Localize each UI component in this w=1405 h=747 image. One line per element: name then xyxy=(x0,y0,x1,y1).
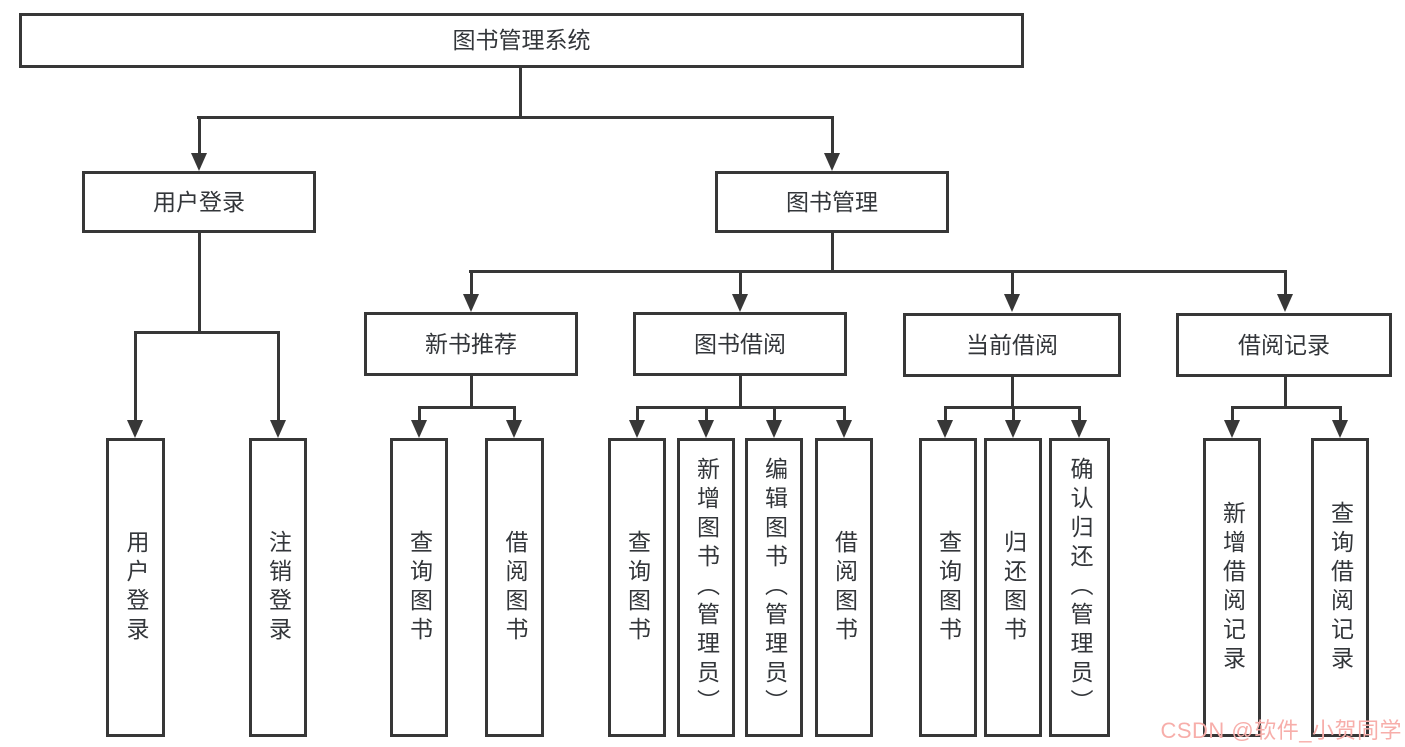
leaf-add-borrow-record: 新增借阅记录 xyxy=(1203,438,1261,737)
leaf-borrow-books-recommend: 借阅图书 xyxy=(485,438,544,737)
arrowhead-down-icon xyxy=(506,420,522,438)
arrowhead-down-icon xyxy=(824,153,840,171)
arrowhead-down-icon xyxy=(766,420,782,438)
edge-user-login-split xyxy=(134,331,280,334)
arrowhead-down-icon xyxy=(1277,294,1293,312)
edge-to-leaf xyxy=(843,406,846,420)
edge-to-leaf xyxy=(513,406,516,420)
edge-new-book-split xyxy=(418,406,516,409)
node-current-borrow: 当前借阅 xyxy=(903,313,1121,377)
arrowhead-down-icon xyxy=(1332,420,1348,438)
arrowhead-down-icon xyxy=(836,420,852,438)
arrowhead-down-icon xyxy=(270,420,286,438)
edge-to-leaf xyxy=(1078,406,1081,420)
node-book-borrow: 图书借阅 xyxy=(633,312,847,376)
edge-book-borrow-split xyxy=(636,406,846,409)
leaf-query-books-recommend: 查询图书 xyxy=(390,438,448,737)
edge-to-user-login xyxy=(198,116,201,154)
edge-root-stem xyxy=(519,68,522,118)
arrowhead-down-icon xyxy=(411,420,427,438)
arrowhead-down-icon xyxy=(698,420,714,438)
arrowhead-down-icon xyxy=(191,153,207,171)
arrowhead-down-icon xyxy=(732,294,748,312)
node-library-management-system: 图书管理系统 xyxy=(19,13,1024,68)
edge-current-borrow-stem xyxy=(1011,377,1014,408)
edge-to-leaf xyxy=(944,406,947,420)
edge-to-leaf-user-login xyxy=(134,331,137,420)
edge-user-login-stem xyxy=(198,233,201,332)
edge-borrow-records-stem xyxy=(1284,377,1287,408)
leaf-return-books: 归还图书 xyxy=(984,438,1042,737)
leaf-query-books-current: 查询图书 xyxy=(919,438,977,737)
node-book-management: 图书管理 xyxy=(715,171,949,233)
node-borrow-records: 借阅记录 xyxy=(1176,313,1392,377)
edge-book-management-stem xyxy=(831,233,834,272)
node-user-login: 用户登录 xyxy=(82,171,316,233)
arrowhead-down-icon xyxy=(1071,420,1087,438)
arrowhead-down-icon xyxy=(1224,420,1240,438)
leaf-query-borrow-record: 查询借阅记录 xyxy=(1311,438,1369,737)
edge-level2-split xyxy=(197,116,834,119)
edge-to-book-borrow xyxy=(739,270,742,294)
leaf-logout-login: 注销登录 xyxy=(249,438,307,737)
leaf-query-books-borrow: 查询图书 xyxy=(608,438,666,737)
watermark: CSDN @软件_小贺同学 xyxy=(1160,718,1402,743)
edge-level3-split xyxy=(469,270,1286,273)
leaf-confirm-return-admin: 确认归还（管理员） xyxy=(1049,438,1110,737)
edge-to-new-book xyxy=(470,270,473,294)
edge-to-leaf xyxy=(705,406,708,420)
edge-to-current-borrow xyxy=(1011,270,1014,294)
arrowhead-down-icon xyxy=(1004,294,1020,312)
edge-to-leaf xyxy=(773,406,776,420)
arrowhead-down-icon xyxy=(127,420,143,438)
edge-to-leaf xyxy=(1012,406,1015,420)
edge-to-book-management xyxy=(831,116,834,154)
edge-to-leaf xyxy=(636,406,639,420)
edge-to-leaf xyxy=(1231,406,1234,420)
edge-to-borrow-records xyxy=(1284,270,1287,294)
arrowhead-down-icon xyxy=(629,420,645,438)
edge-borrow-records-split xyxy=(1231,406,1341,409)
leaf-add-books-admin: 新增图书（管理员） xyxy=(677,438,735,737)
edge-to-leaf xyxy=(418,406,421,420)
leaf-user-login: 用户登录 xyxy=(106,438,165,737)
edge-book-borrow-stem xyxy=(739,376,742,408)
edge-to-leaf-logout xyxy=(277,331,280,420)
leaf-borrow-books: 借阅图书 xyxy=(815,438,873,737)
edge-new-book-stem xyxy=(470,376,473,408)
arrowhead-down-icon xyxy=(937,420,953,438)
edge-to-leaf xyxy=(1339,406,1342,420)
leaf-edit-books-admin: 编辑图书（管理员） xyxy=(745,438,803,737)
node-new-book-recommend: 新书推荐 xyxy=(364,312,578,376)
arrowhead-down-icon xyxy=(463,294,479,312)
arrowhead-down-icon xyxy=(1005,420,1021,438)
